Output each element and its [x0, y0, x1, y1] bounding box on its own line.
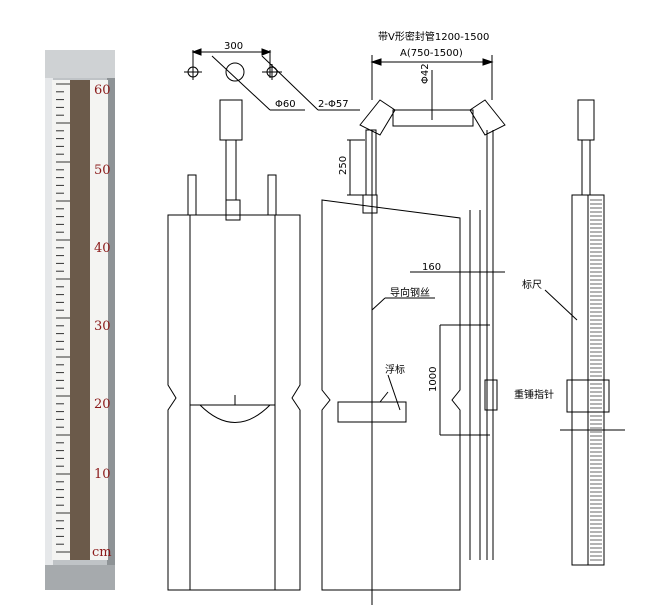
gauge-label-60: 60 — [94, 83, 111, 98]
float-label: 浮标 — [385, 364, 405, 376]
side-view — [321, 55, 506, 605]
gauge-photo — [45, 50, 115, 590]
gauge-label-50: 50 — [94, 163, 111, 178]
offset-dimension: 160 — [422, 262, 441, 273]
width-a-dimension: A(750-1500) — [400, 48, 463, 59]
front-view — [167, 48, 360, 591]
gauge-unit: cm — [92, 545, 112, 560]
center-hole-dimension: Φ60 — [275, 99, 296, 110]
gauge-label-10: 10 — [94, 467, 111, 482]
guide-wire-label: 导向钢丝 — [390, 286, 430, 299]
seal-pipe-label: 带V形密封管1200-1500 — [378, 30, 489, 43]
pointer-label: 重锤指针 — [514, 388, 554, 401]
ruler-view — [544, 99, 625, 566]
gauge-label-20: 20 — [94, 397, 111, 412]
gauge-label-30: 30 — [94, 319, 111, 334]
span-dimension: 1000 — [428, 367, 439, 392]
spacing-dimension: 300 — [224, 41, 243, 52]
scale-label: 标尺 — [522, 279, 542, 291]
height-dimension: 250 — [338, 156, 349, 175]
pipe-diameter-dimension: Φ42 — [420, 63, 431, 84]
gauge-label-40: 40 — [94, 241, 111, 256]
side-holes-dimension: 2-Φ57 — [318, 99, 349, 110]
